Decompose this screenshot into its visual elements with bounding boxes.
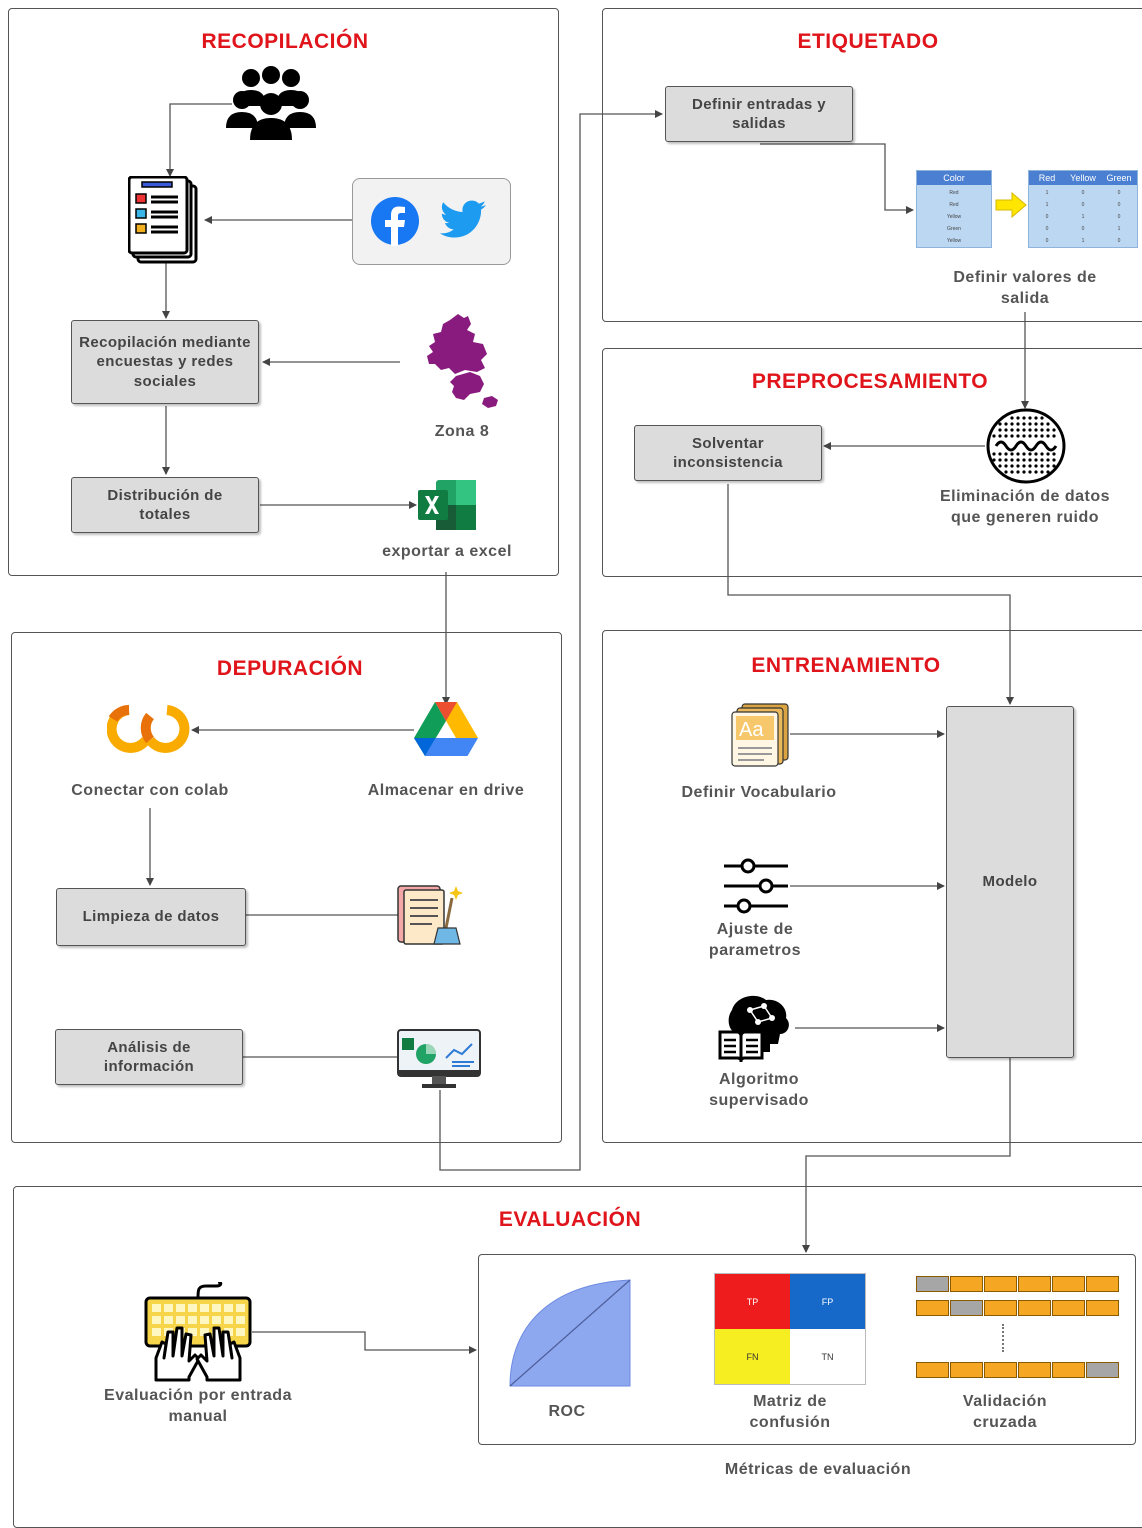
onehot-cell: 1: [1081, 213, 1085, 220]
zona-label: Zona 8: [434, 423, 490, 440]
onehot-cell: 0: [1081, 225, 1085, 232]
fold-training: [1018, 1300, 1051, 1316]
drive-label: Almacenar en drive: [367, 782, 525, 799]
table-color-header: Color: [917, 171, 991, 185]
roc-label: ROC: [548, 1403, 586, 1420]
fold-training: [1018, 1362, 1051, 1378]
etiquetado-title: ETIQUETADO: [797, 30, 939, 53]
table-color: Color Red Red Yellow Green Yellow: [916, 170, 992, 248]
metricas-label: Métricas de evaluación: [724, 1461, 912, 1478]
roc-curve-icon: [509, 1279, 631, 1387]
definir-valores-label: Definir valores de salida: [953, 269, 1097, 307]
svg-text:Aa: Aa: [739, 719, 764, 741]
fold-training: [1052, 1300, 1085, 1316]
matriz-label: Matriz de confusión: [749, 1393, 831, 1431]
onehot-cell: 0: [1117, 189, 1121, 196]
onehot-header: Green: [1106, 173, 1132, 183]
fold-training: [1086, 1276, 1119, 1292]
table-color-row: Yellow: [946, 213, 962, 220]
ruido-label: Eliminación de datos que generen ruido: [939, 488, 1111, 526]
fold-training: [984, 1276, 1017, 1292]
onehot-cell: 0: [1081, 189, 1085, 196]
fold-training: [1052, 1276, 1085, 1292]
matrix-fp: FP: [790, 1274, 865, 1329]
excel-icon[interactable]: [418, 480, 476, 530]
onehot-cell: 0: [1117, 237, 1121, 244]
fold-validation: [1086, 1362, 1119, 1378]
preprocesamiento-title: PREPROCESAMIENTO: [751, 370, 989, 393]
box-analisis[interactable]: Análisis de información: [55, 1029, 243, 1085]
onehot-cell: 1: [1045, 189, 1049, 196]
social-icons-box: [352, 178, 511, 265]
onehot-cell: 0: [1045, 225, 1049, 232]
ajuste-label: Ajuste de parametros: [708, 921, 802, 959]
table-color-row: Red: [949, 189, 959, 196]
fold-training: [1018, 1276, 1051, 1292]
onehot-cell: 1: [1045, 201, 1049, 208]
box-limpieza[interactable]: Limpieza de datos: [56, 888, 246, 946]
twitter-icon[interactable]: [440, 200, 486, 240]
fold-training: [916, 1300, 949, 1316]
vocabulario-label: Definir Vocabulario: [681, 784, 837, 801]
fold-training: [984, 1362, 1017, 1378]
table-color-row: Yellow: [946, 237, 962, 244]
box-recopilacion-encuestas[interactable]: Recopilación mediante encuestas y redes …: [71, 320, 259, 404]
matrix-tp: TP: [715, 1274, 790, 1329]
box-solventar[interactable]: Solventar inconsistencia: [634, 425, 822, 481]
vocabulary-book-icon: Aa: [731, 703, 789, 767]
fold-training: [916, 1362, 949, 1378]
onehot-cell: 0: [1045, 237, 1049, 244]
fold-ellipsis: [1002, 1324, 1004, 1352]
box-definir-entradas[interactable]: Definir entradas y salidas: [665, 86, 853, 142]
monitor-excel-chart-icon: [397, 1029, 481, 1088]
people-group-icon: [226, 66, 316, 140]
box-modelo[interactable]: Modelo: [946, 706, 1074, 1058]
sliders-icon: [724, 858, 788, 914]
box-distribucion-totales[interactable]: Distribución de totales: [71, 477, 259, 533]
matrix-tn: TN: [790, 1329, 865, 1384]
validacion-label: Validación cruzada: [962, 1393, 1048, 1431]
google-drive-icon[interactable]: [414, 702, 478, 756]
onehot-cell: 1: [1081, 237, 1085, 244]
onehot-cell: 0: [1045, 213, 1049, 220]
onehot-cell: 1: [1117, 225, 1121, 232]
keyboard-hands-icon: [144, 1282, 252, 1382]
excel-label: exportar a excel: [382, 543, 512, 560]
document-cleaning-icon: [397, 885, 463, 945]
fold-training: [950, 1276, 983, 1292]
matrix-fn: FN: [715, 1329, 790, 1384]
table-color-row: Green: [947, 225, 961, 232]
entrenamiento-title: ENTRENAMIENTO: [751, 654, 941, 677]
noise-filter-icon: [986, 408, 1066, 484]
evaluacion-title: EVALUACIÓN: [498, 1208, 642, 1231]
cross-validation-folds: [916, 1276, 1122, 1380]
fold-training: [1052, 1362, 1085, 1378]
table-color-row: Red: [949, 201, 959, 208]
fold-training: [984, 1300, 1017, 1316]
fold-validation: [916, 1276, 949, 1292]
table-onehot: Red Yellow Green 1 0 0 1 0 0 0 1 0 0 0 1 0 1 0: [1028, 170, 1138, 248]
brain-book-icon: [718, 995, 789, 1062]
manual-label: Evaluación por entrada manual: [104, 1387, 292, 1425]
algoritmo-label: Algoritmo supervisado: [709, 1071, 809, 1109]
onehot-header: Yellow: [1070, 173, 1096, 183]
onehot-cell: 0: [1117, 213, 1121, 220]
confusion-matrix: TP FP FN TN: [714, 1273, 866, 1385]
colab-label: Conectar con colab: [71, 782, 229, 799]
fold-validation: [950, 1300, 983, 1316]
fold-training: [950, 1362, 983, 1378]
onehot-cell: 0: [1117, 201, 1121, 208]
map-zone-icon: [427, 314, 498, 408]
onehot-cell: 0: [1081, 201, 1085, 208]
recopilacion-title: RECOPILACIÓN: [201, 30, 369, 53]
facebook-icon[interactable]: [370, 196, 420, 246]
depuracion-title: DEPURACIÓN: [216, 657, 364, 680]
survey-form-icon: [128, 176, 198, 264]
colab-icon[interactable]: [107, 704, 191, 754]
onehot-header: Red: [1038, 173, 1056, 183]
fold-training: [1086, 1300, 1119, 1316]
